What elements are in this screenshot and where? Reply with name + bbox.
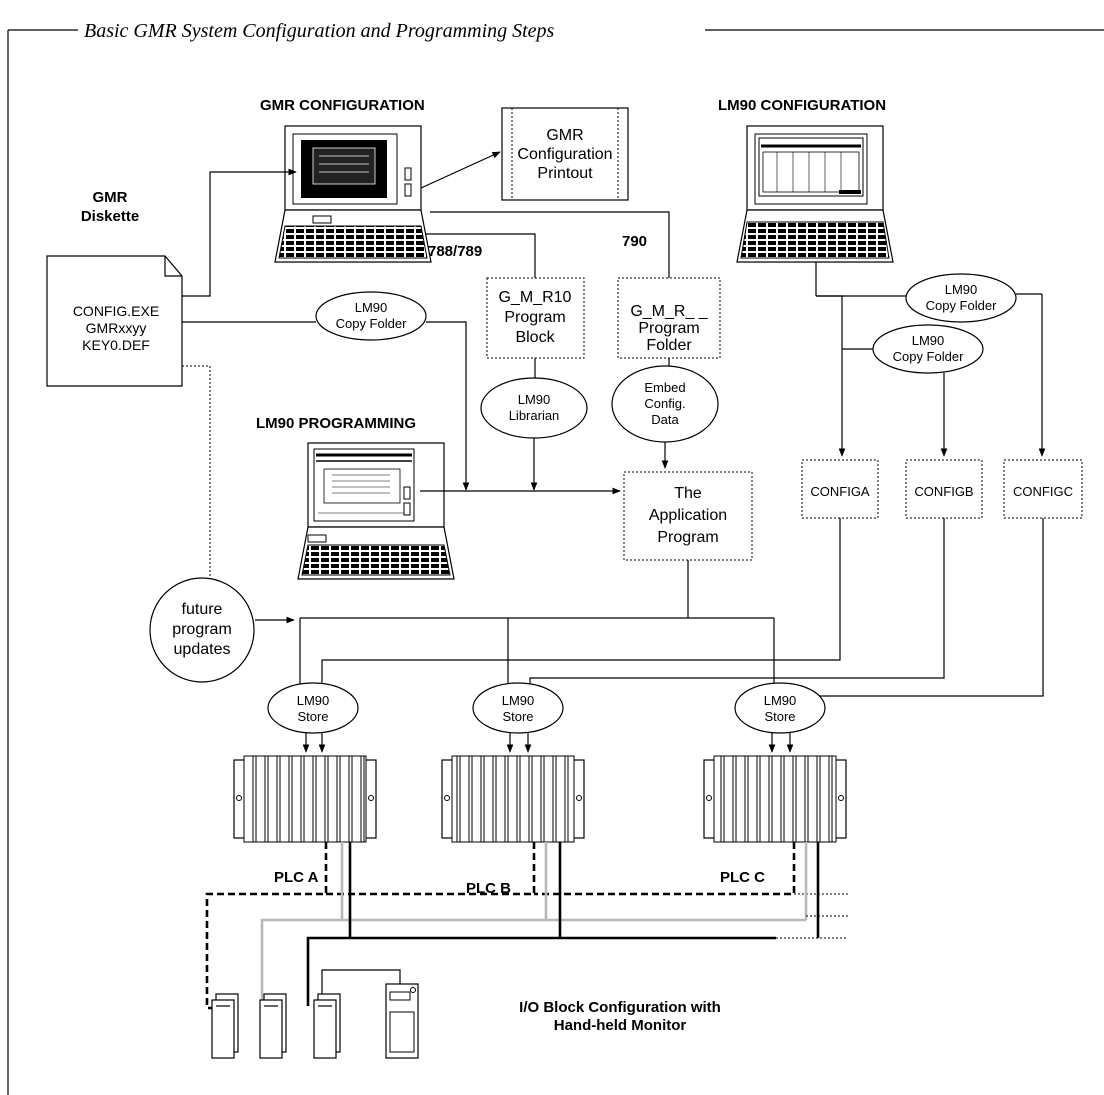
embed-line-1: Embed [644,380,685,395]
config-b-label: CONFIGB [914,484,973,499]
plc-rack-b [441,755,585,843]
future-line-3: updates [174,641,231,658]
store-ellipse-b: LM90 Store [472,682,564,734]
embed-line-2: Config. [644,396,685,411]
lm90-configuration-heading: LM90 CONFIGURATION [718,97,886,114]
program-folder-line-3: Folder [646,337,692,354]
page-frame [7,29,1104,1095]
hand-held-monitor [321,969,419,1059]
series-790-label: 790 [622,233,647,250]
connector-lines [182,151,1046,753]
page-title: Basic GMR System Configuration and Progr… [84,20,555,42]
io-block-3 [313,993,341,1059]
librarian-ellipse: LM90 Librarian [480,377,588,439]
config-c-label: CONFIGC [1013,484,1073,499]
config-box-a: CONFIGA [801,459,879,519]
librarian-line-2: Librarian [509,408,560,423]
program-folder-line-2: Program [638,320,699,337]
printout-line-1: GMR [546,127,583,144]
series-788-789-label: 788/789 [428,243,482,260]
network-buses [205,842,848,1010]
gmr-diskette-heading-1: GMR [93,189,128,206]
application-program-box: The Application Program [623,471,753,561]
future-line-1: future [182,601,223,618]
future-line-2: program [172,621,232,638]
printout-line-2: Configuration [517,146,612,163]
copy-folder-ellipse-left: LM90 Copy Folder [315,291,427,341]
plc-a-label: PLC A [274,869,319,886]
app-program-line-1: The [674,485,702,502]
copy-folder-top-line-2: Copy Folder [926,298,997,313]
store-a-line-2: Store [297,709,328,724]
copy-folder-left-line-2: Copy Folder [336,316,407,331]
plc-rack-c [703,755,847,843]
librarian-line-1: LM90 [518,392,551,407]
io-block-2 [259,993,287,1059]
program-folder-line-1: G_M_R_ _ [630,303,708,320]
gmr-configuration-heading: GMR CONFIGURATION [260,97,425,114]
program-folder-box: G_M_R_ _ Program Folder [617,277,721,359]
io-block-caption-line-2: Hand-held Monitor [554,1017,687,1034]
config-a-label: CONFIGA [810,484,870,499]
future-updates-circle: future program updates [149,577,255,683]
copy-folder-top-line-1: LM90 [945,282,978,297]
app-program-line-3: Program [657,529,718,546]
plc-c-label: PLC C [720,869,765,886]
store-b-line-1: LM90 [502,693,535,708]
printout-line-3: Printout [537,165,593,182]
diskette-line-1: CONFIG.EXE [73,303,159,319]
store-b-line-2: Store [502,709,533,724]
program-block-line-2: Program [504,309,565,326]
program-block-line-1: G_M_R10 [499,289,572,306]
diskette-line-2: GMRxxyy [86,320,147,336]
store-c-line-1: LM90 [764,693,797,708]
store-a-line-1: LM90 [297,693,330,708]
store-ellipse-c: LM90 Store [734,682,826,734]
embed-line-3: Data [651,412,679,427]
lm90-programming-heading: LM90 PROGRAMMING [256,415,416,432]
app-program-line-2: Application [649,507,727,524]
copy-folder-mid-line-1: LM90 [912,333,945,348]
laptop-gmr-configuration [274,125,432,263]
io-block-1 [211,993,239,1059]
copy-folder-left-line-1: LM90 [355,300,388,315]
diskette-line-3: KEY0.DEF [82,337,150,353]
laptop-lm90-configuration [736,125,894,263]
copy-folder-mid-line-2: Copy Folder [893,349,964,364]
gmr-diskette: CONFIG.EXE GMRxxyy KEY0.DEF [46,255,183,387]
config-box-b: CONFIGB [905,459,983,519]
embed-config-ellipse: Embed Config. Data [611,365,719,443]
store-ellipse-a: LM90 Store [267,682,359,734]
gmr-diskette-heading-2: Diskette [81,208,139,225]
io-block-caption-line-1: I/O Block Configuration with [519,999,721,1016]
program-block-line-3: Block [515,329,555,346]
copy-folder-ellipse-mid: LM90 Copy Folder [872,324,984,374]
plc-b-label: PLC B [466,880,511,897]
program-block-box: G_M_R10 Program Block [486,277,585,359]
laptop-lm90-programming [297,442,455,580]
config-box-c: CONFIGC [1003,459,1083,519]
gmr-configuration-printout: GMR Configuration Printout [501,107,629,201]
store-c-line-2: Store [764,709,795,724]
plc-rack-a [233,755,377,843]
copy-folder-ellipse-top: LM90 Copy Folder [905,273,1017,323]
